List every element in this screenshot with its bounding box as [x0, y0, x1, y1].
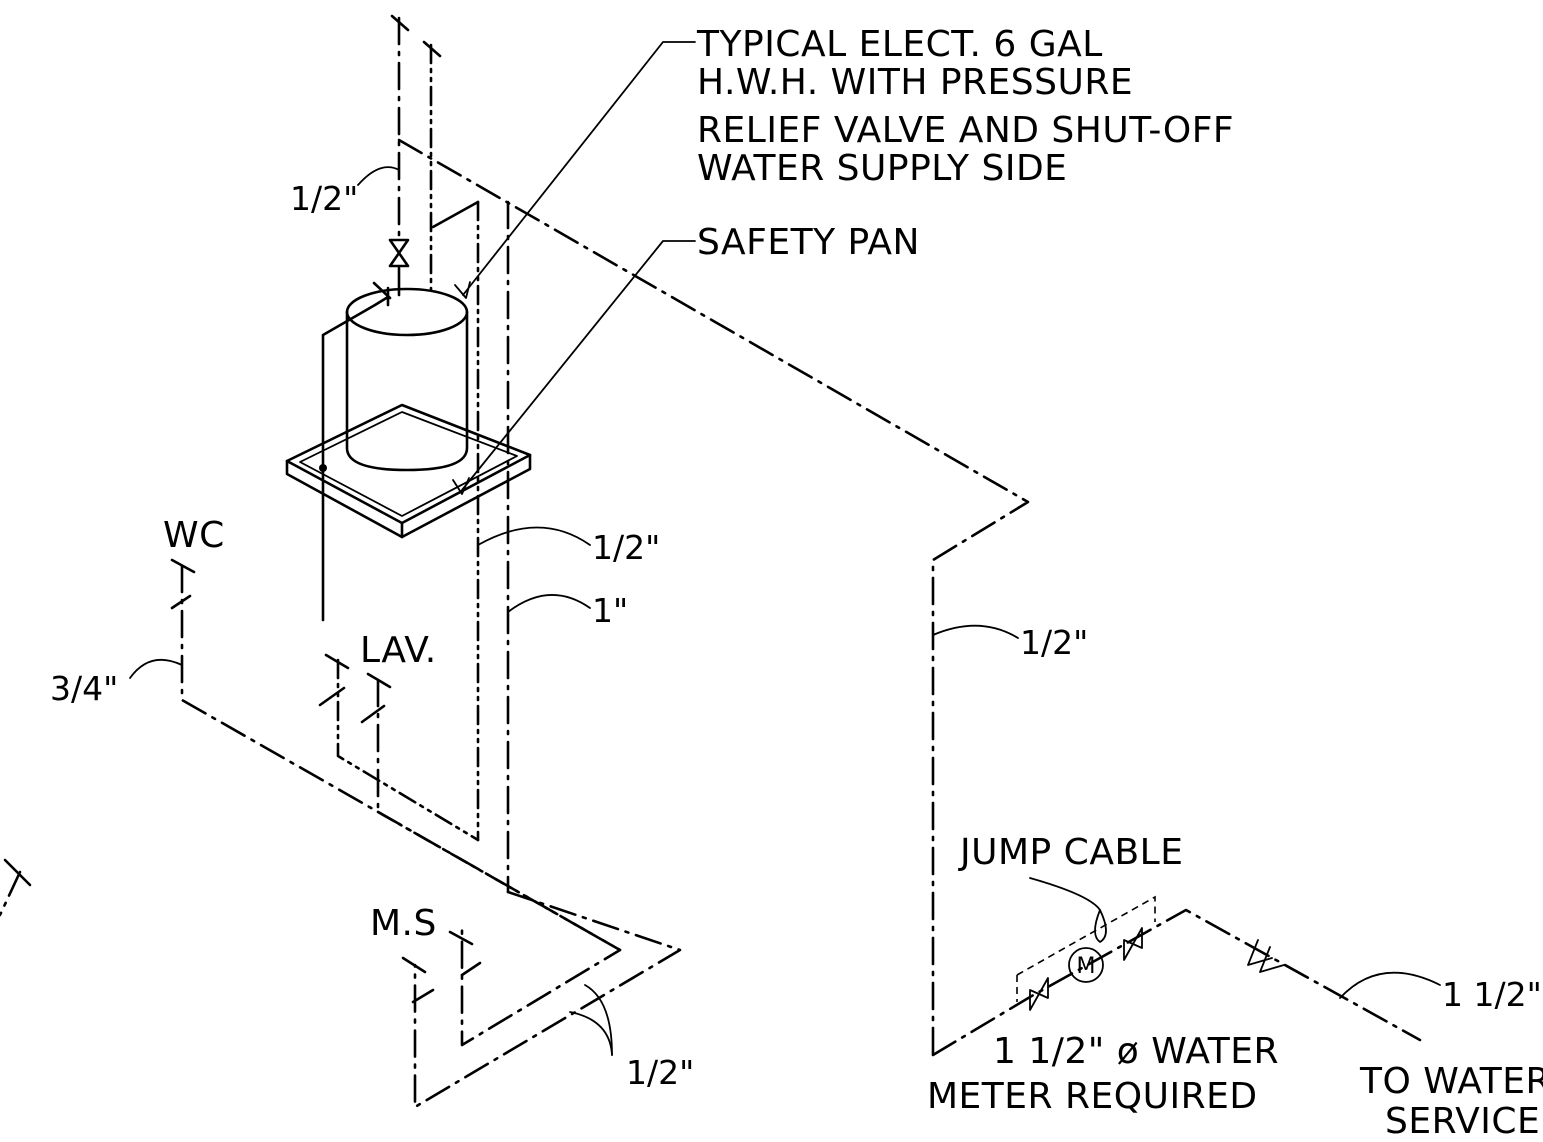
size-bottom-half: 1/2" [626, 1053, 694, 1092]
meter-valve-right-icon [1123, 927, 1143, 961]
to-service-line-1: TO WATER [1359, 1061, 1543, 1102]
meter-note-line-1: 1 1/2" ø WATER [993, 1031, 1279, 1072]
jump-cable-dashed [1016, 895, 1156, 1002]
size-top-half: 1/2" [290, 179, 358, 218]
flow-arrow-icon [1247, 939, 1285, 973]
size-riser-one: 1" [592, 591, 628, 630]
safety-pan-shape [285, 403, 532, 539]
size-wc: 3/4" [50, 669, 118, 708]
service-line [931, 908, 1422, 1057]
leaders [129, 41, 1441, 1056]
water-meter-assembly: M [931, 895, 1422, 1057]
size-service: 1 1/2" [1442, 975, 1542, 1014]
hwh-note-line-3: RELIEF VALVE AND SHUT-OFF [697, 110, 1234, 151]
drain-point [319, 464, 327, 472]
hwh-note-line-4: WATER SUPPLY SIDE [697, 148, 1067, 189]
ms-label: M.S [370, 903, 437, 944]
water-meter-icon: M [1068, 947, 1104, 983]
size-riser-half: 1/2" [592, 528, 660, 567]
jump-cable-label: JUMP CABLE [958, 832, 1183, 873]
hwh-note-line-1: TYPICAL ELECT. 6 GAL [696, 24, 1103, 65]
hwh-note: TYPICAL ELECT. 6 GAL H.W.H. WITH PRESSUR… [696, 24, 1234, 189]
tank-shape [345, 287, 469, 472]
lower-distribution [0, 558, 682, 1109]
relief-drain-pipe [321, 286, 390, 622]
risers [397, 138, 1030, 1057]
meter-symbol: M [1077, 954, 1096, 979]
water-heater [285, 14, 532, 622]
meter-valve-left-icon [1029, 977, 1049, 1011]
main-bottom [413, 890, 682, 1109]
wc-label: WC [163, 515, 225, 556]
safety-pan-label: SAFETY PAN [697, 222, 920, 263]
cold-main-upper [397, 138, 1030, 1057]
to-service-line-2: SERVICE [1385, 1101, 1540, 1142]
shutoff-valve-icon [388, 238, 410, 268]
jump-cable-clip [1094, 909, 1107, 943]
size-right-half: 1/2" [1020, 623, 1088, 662]
meter-note-line-2: METER REQUIRED [927, 1076, 1258, 1117]
hwh-note-line-2: H.W.H. WITH PRESSURE [697, 62, 1133, 103]
lav-label: LAV. [360, 630, 437, 671]
